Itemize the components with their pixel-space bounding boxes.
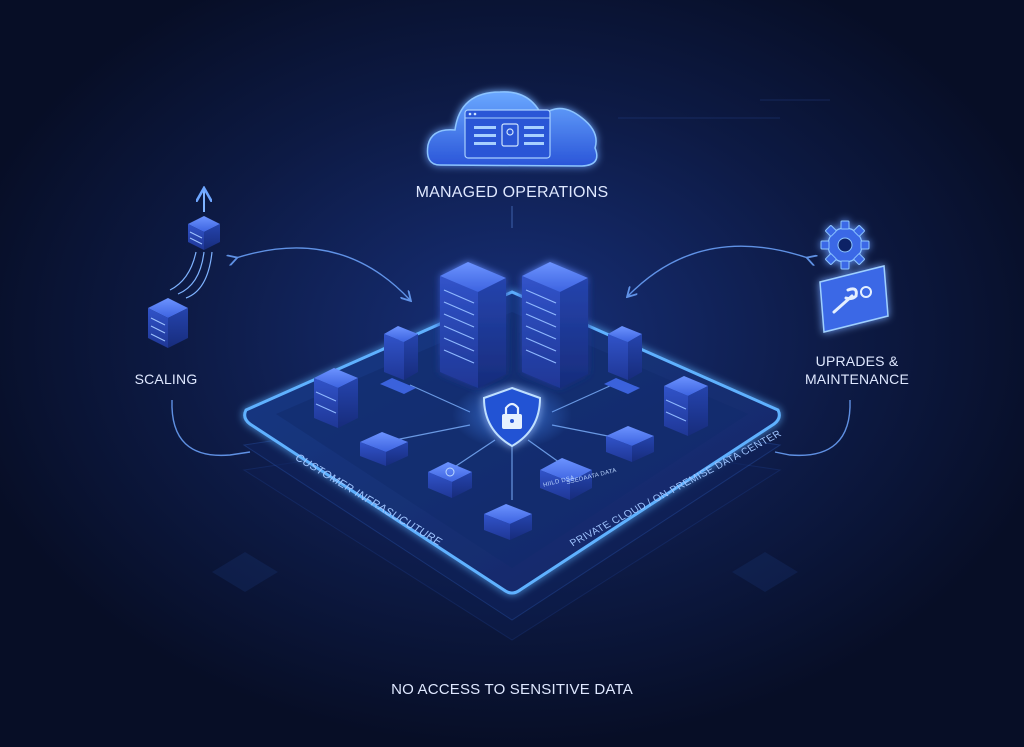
device-stack-right (664, 376, 708, 436)
no-access-label: NO ACCESS TO SENSITIVE DATA (391, 681, 633, 698)
cloud-icon (426, 91, 598, 167)
device-box-2 (428, 462, 472, 498)
device-small-tower-right (604, 326, 642, 394)
server-tower-icon-right (522, 262, 588, 388)
device-stack-left (314, 368, 358, 428)
scaling-server-stack-icon (148, 190, 220, 348)
upgrades-maintenance-label: UPRADES & MAINTENANCE (804, 353, 910, 387)
connector-arcs (171, 206, 851, 457)
wrench-icon (832, 287, 858, 314)
device-box-1 (360, 432, 408, 466)
server-tower-icon-left (440, 262, 506, 388)
background-tiles (212, 99, 830, 592)
device-box-5 (484, 504, 532, 540)
upgrades-icon (819, 220, 889, 333)
device-box-4 (606, 426, 654, 462)
device-small-tower-left (380, 326, 418, 394)
shield-lock-icon (452, 381, 572, 449)
managed-operations-label: MANAGED OPERATIONS (415, 184, 609, 201)
device-box-3 (540, 458, 592, 500)
gear-icon (820, 220, 870, 270)
scaling-label: SCALING (134, 371, 198, 387)
